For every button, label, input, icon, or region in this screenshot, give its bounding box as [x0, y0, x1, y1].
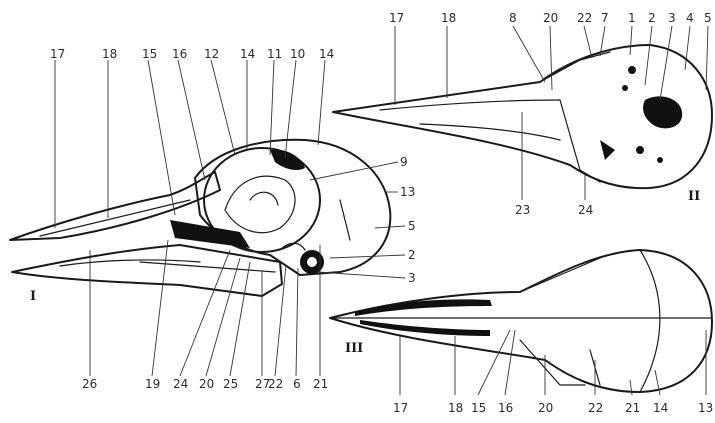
label-l-b2: 24 — [173, 377, 188, 391]
label-d-t1: 18 — [441, 11, 456, 25]
label-l-r3: 2 — [408, 248, 416, 262]
label-l-t2: 15 — [142, 47, 157, 61]
label-l-t7: 10 — [290, 47, 305, 61]
label-l-b4: 25 — [223, 377, 238, 391]
label-l-b3: 20 — [199, 377, 214, 391]
label-d-t3: 20 — [543, 11, 558, 25]
label-l-t5: 14 — [240, 47, 255, 61]
dorsal-view-skull — [333, 45, 712, 188]
label-l-t1: 18 — [102, 47, 117, 61]
lateral-view-labels: 17 18 15 16 12 14 11 10 14 9 13 5 2 3 I … — [30, 47, 416, 391]
roman-numeral-ii: II — [688, 189, 700, 204]
label-l-b7: 6 — [293, 377, 301, 391]
label-v-b6: 21 — [625, 401, 640, 415]
label-l-t4: 12 — [204, 47, 219, 61]
label-l-b8: 21 — [313, 377, 328, 391]
label-d-t5: 7 — [601, 11, 609, 25]
label-v-b3: 16 — [498, 401, 513, 415]
label-d-t0: 17 — [389, 11, 404, 25]
label-d-t4: 22 — [577, 11, 592, 25]
label-d-t7: 2 — [648, 11, 656, 25]
label-v-b4: 20 — [538, 401, 553, 415]
label-l-t6: 11 — [267, 47, 282, 61]
label-v-b8: 13 — [698, 401, 713, 415]
label-d-t8: 3 — [668, 11, 676, 25]
lateral-view-skull — [10, 140, 390, 296]
label-l-r1: 13 — [400, 185, 415, 199]
label-l-r4: 3 — [408, 271, 416, 285]
label-l-b0: 26 — [82, 377, 97, 391]
label-d-b1: 24 — [578, 203, 593, 217]
label-d-t6: 1 — [628, 11, 636, 25]
label-d-t10: 5 — [704, 11, 712, 25]
label-d-b0: 23 — [515, 203, 530, 217]
label-l-b1: 19 — [145, 377, 160, 391]
label-v-b0: 17 — [393, 401, 408, 415]
leader-lines — [55, 26, 708, 395]
label-v-b7: 14 — [653, 401, 668, 415]
label-l-r0: 9 — [400, 155, 408, 169]
label-l-t8: 14 — [319, 47, 334, 61]
label-d-t9: 4 — [686, 11, 694, 25]
label-l-t0: 17 — [50, 47, 65, 61]
label-l-t3: 16 — [172, 47, 187, 61]
roman-numeral-iii: III — [345, 341, 363, 356]
label-v-b2: 15 — [471, 401, 486, 415]
roman-numeral-i: I — [30, 289, 36, 304]
label-v-b5: 22 — [588, 401, 603, 415]
label-l-r2: 5 — [408, 219, 416, 233]
label-l-b6: 22 — [268, 377, 283, 391]
label-d-t2: 8 — [509, 11, 517, 25]
label-v-b1: 18 — [448, 401, 463, 415]
